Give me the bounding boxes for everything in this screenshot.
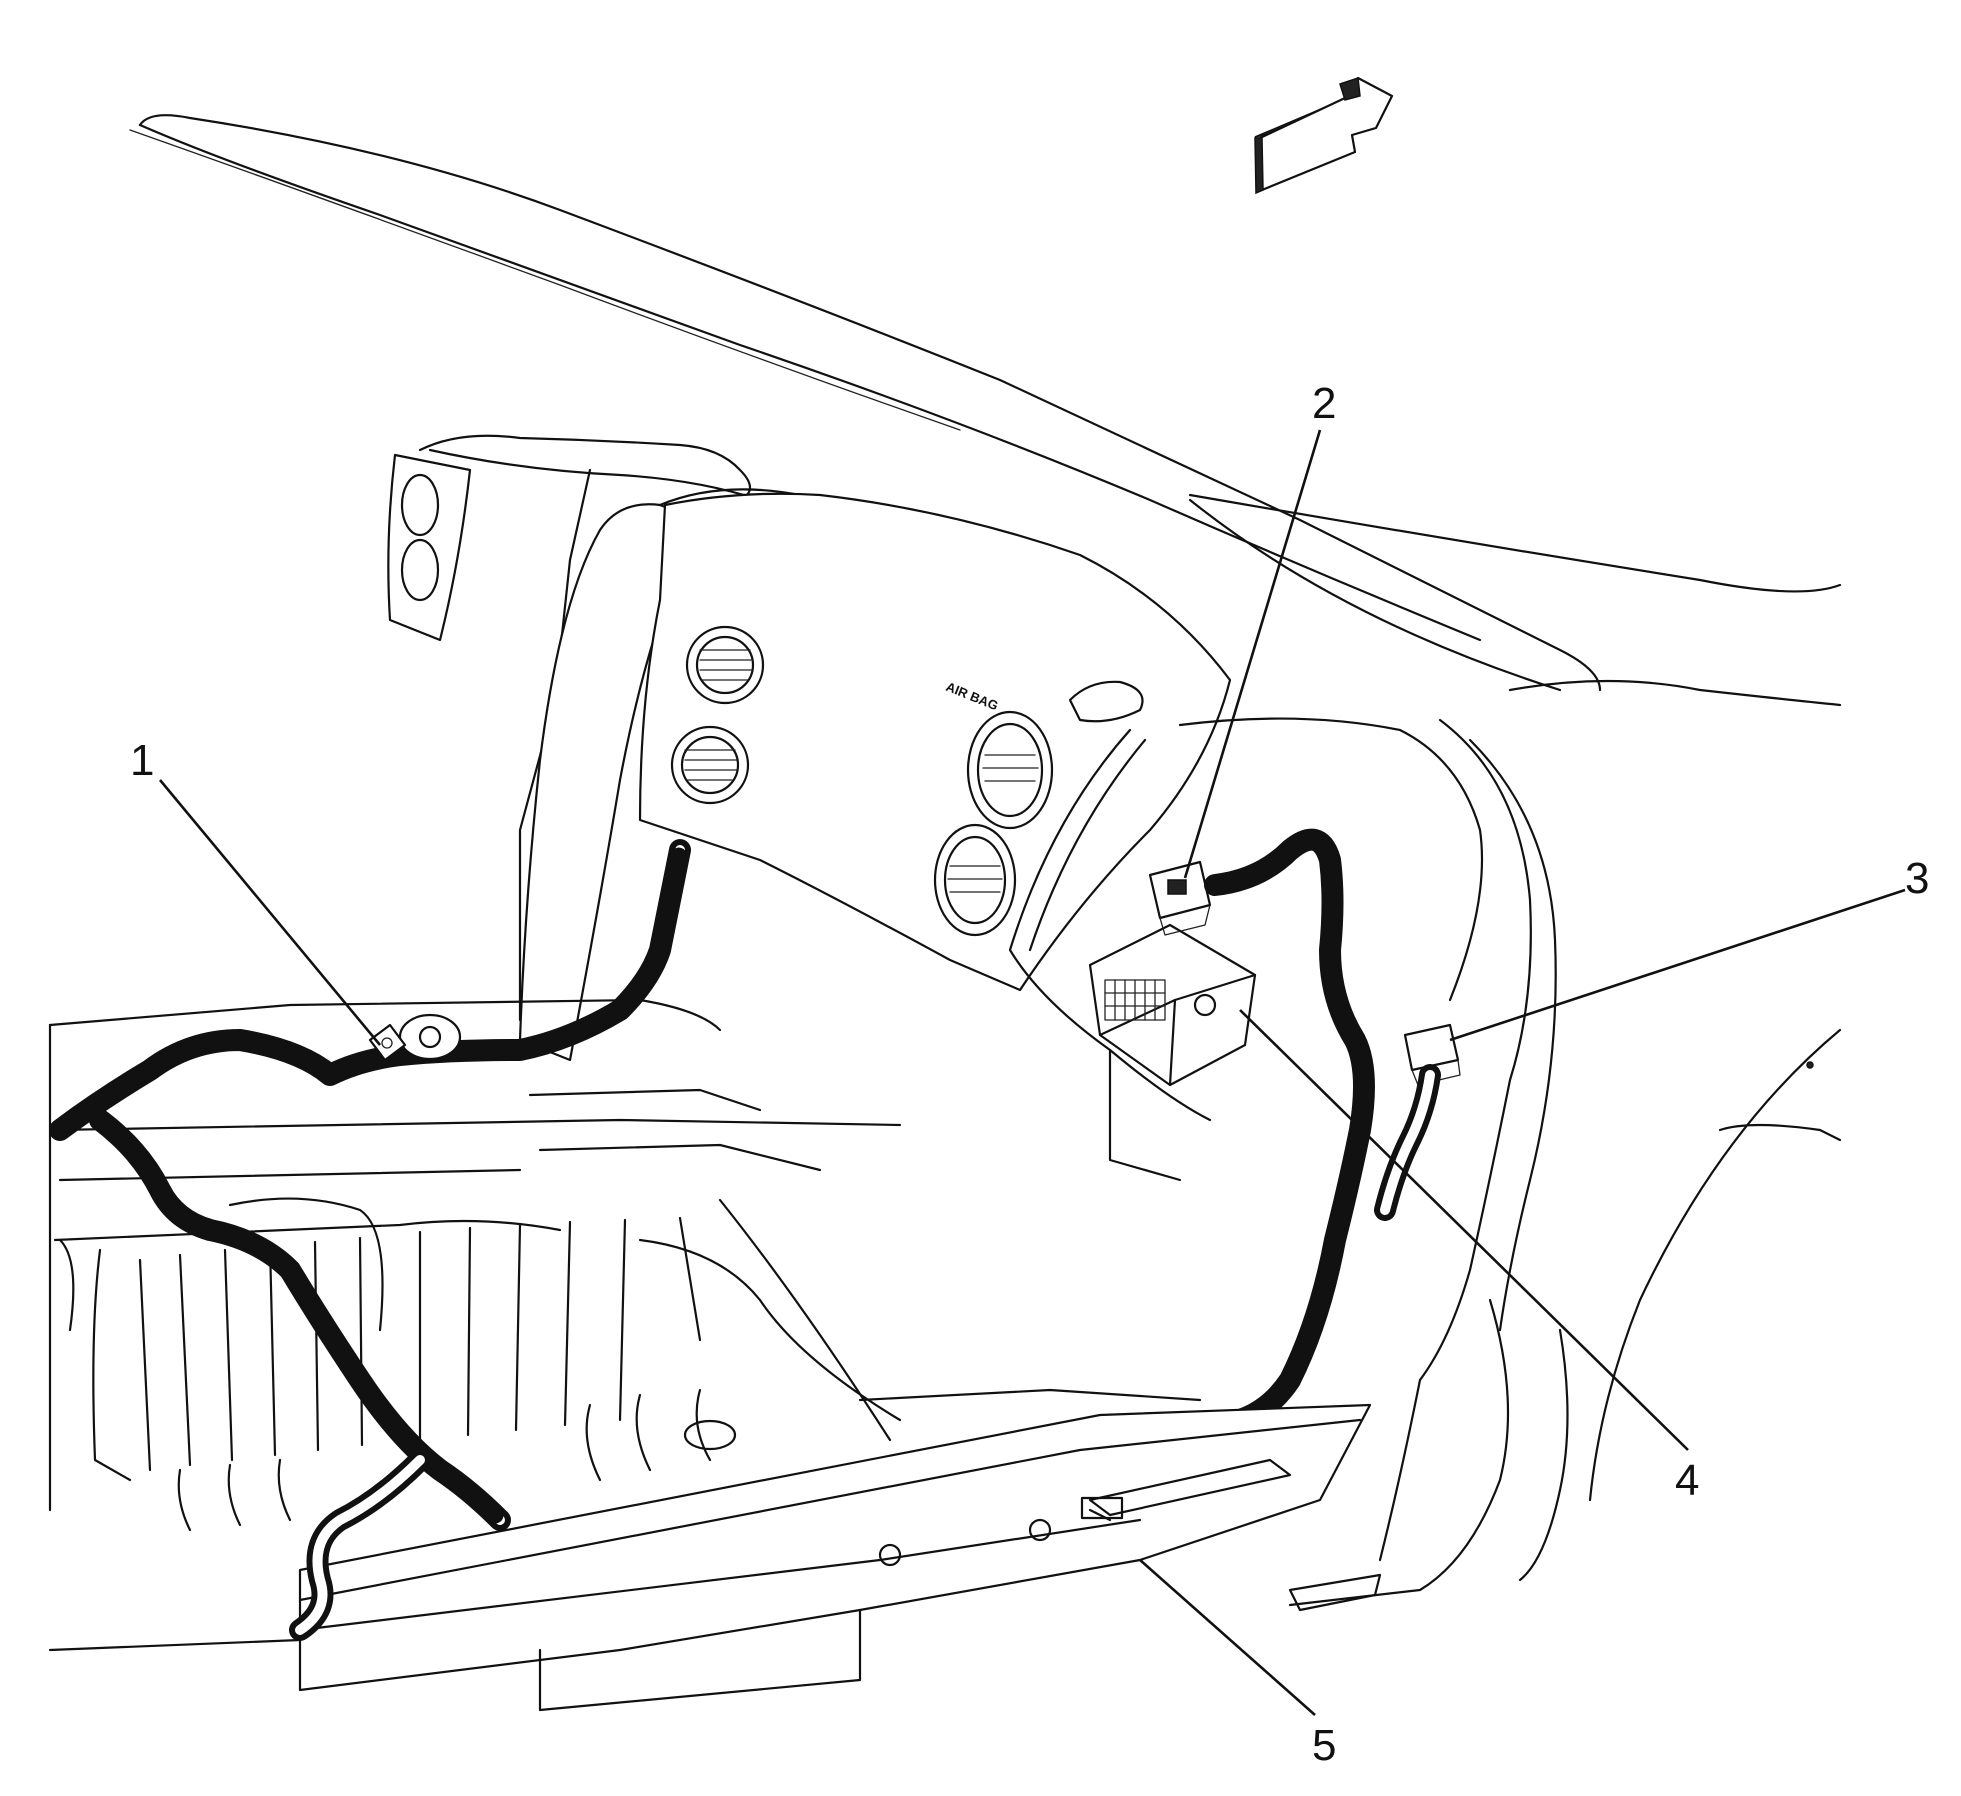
dash-center-panel: AIR BAG — [638, 492, 1232, 992]
floor-pan — [48, 998, 1202, 1532]
wiring-harness-left — [49, 839, 691, 1641]
callout-4: 4 — [1675, 1456, 1699, 1505]
vent-louvers-lower — [947, 754, 1039, 893]
leader-line-4 — [1239, 1009, 1689, 1451]
leader-line-1 — [158, 779, 382, 1046]
module-connector-pins — [1104, 979, 1166, 1021]
callout-2: 2 — [1312, 379, 1336, 428]
floor-ribs — [138, 1216, 702, 1472]
vent-louvers-upper — [684, 649, 753, 781]
floor-slots — [177, 1388, 712, 1532]
wiring-harness-right — [1204, 828, 1441, 1431]
callout-5: 5 — [1312, 1721, 1336, 1770]
module-item-4 — [1088, 923, 1257, 1087]
door-frame-right — [1288, 718, 1842, 1612]
windshield-outline — [129, 114, 1842, 707]
glove-box-opening — [1008, 717, 1484, 1182]
leader-line-5 — [1139, 1559, 1316, 1716]
callout-leaders — [158, 429, 1906, 1716]
sill-plate-item-5 — [48, 1403, 1372, 1712]
dash-left-section — [387, 434, 1062, 1062]
callout-3: 3 — [1905, 854, 1929, 903]
connector-item-2 — [1148, 860, 1212, 936]
callout-1: 1 — [130, 736, 154, 785]
leader-line-2 — [1183, 429, 1322, 879]
leader-line-3 — [1449, 888, 1906, 1042]
callout-labels: 1 2 3 4 5 — [130, 379, 1929, 1770]
forward-direction-arrow-icon — [1254, 76, 1394, 195]
sensor-item-1 — [368, 1013, 462, 1062]
